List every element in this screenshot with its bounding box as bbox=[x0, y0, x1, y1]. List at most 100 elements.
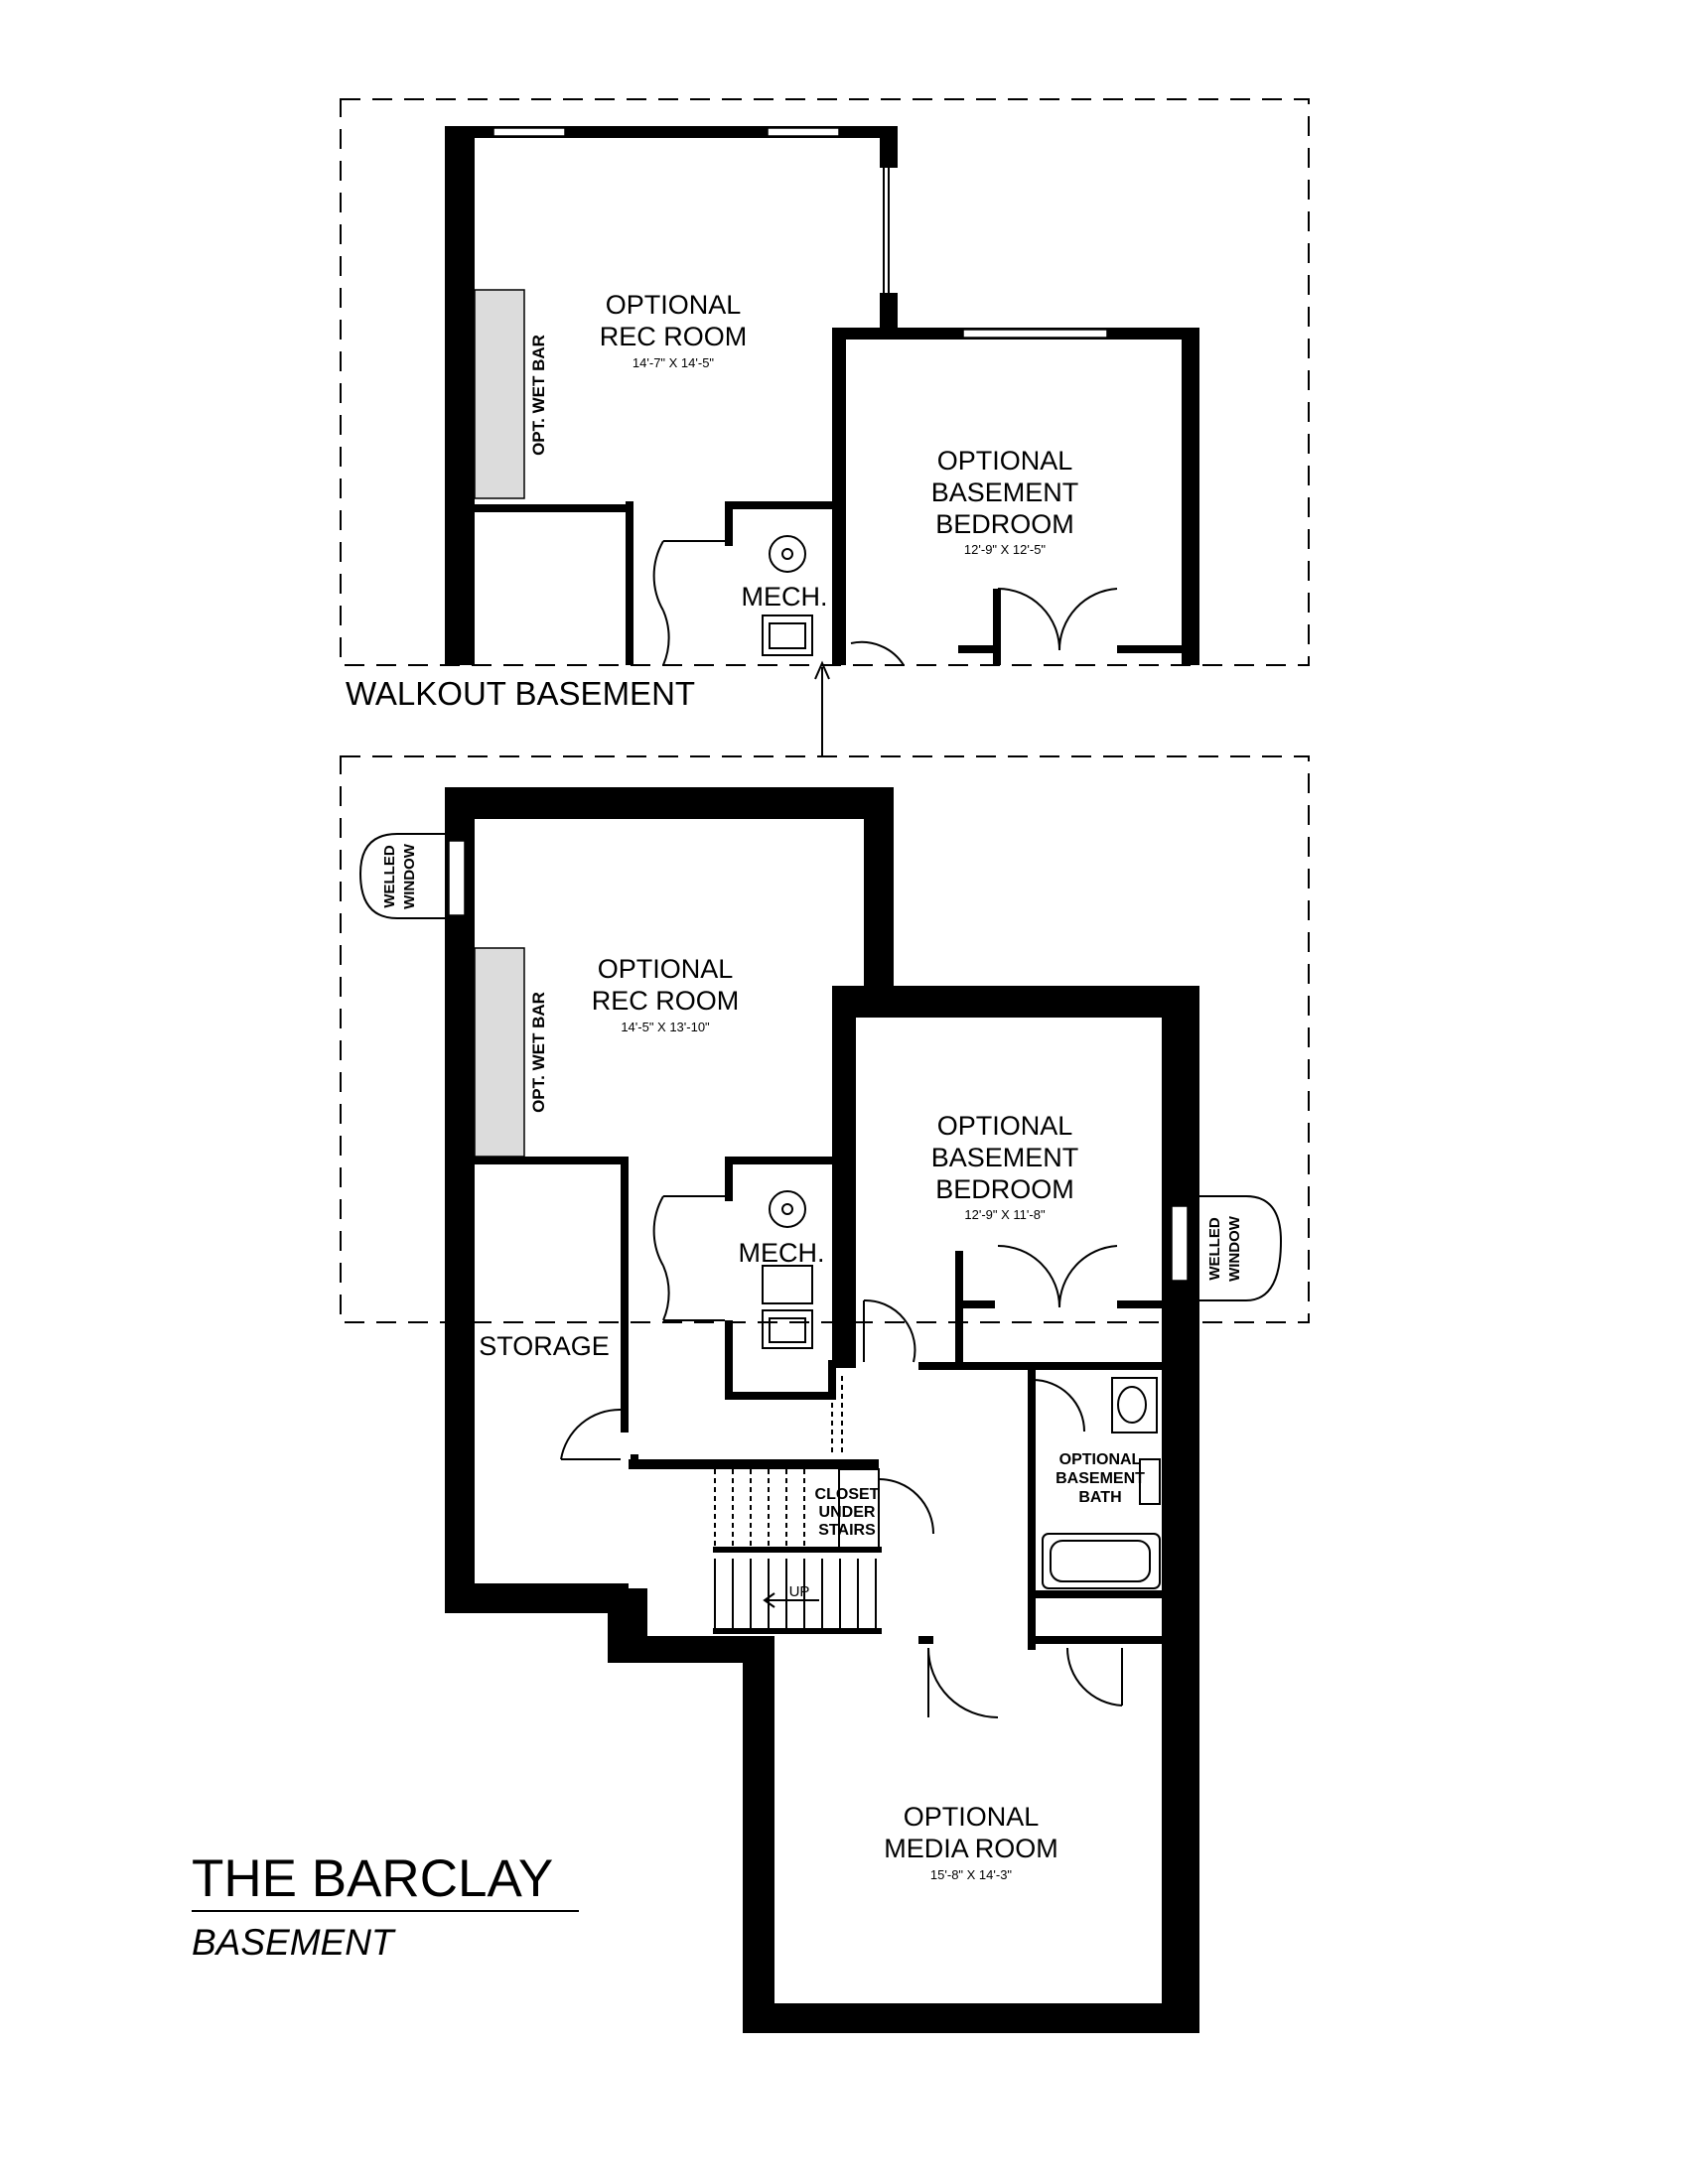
window bbox=[767, 127, 840, 137]
water-heater bbox=[769, 535, 806, 573]
wet-bar-counter bbox=[474, 947, 525, 1158]
wall bbox=[1117, 645, 1187, 653]
door-swing bbox=[927, 1647, 999, 1718]
main-basement-plan: WELLED WINDOW WELLED WINDOW OPT. WET BAR bbox=[340, 755, 1310, 2033]
wall bbox=[465, 1583, 629, 1591]
media-room-label: OPTIONAL bbox=[904, 1802, 1040, 1832]
wall bbox=[1028, 1362, 1036, 1650]
bath-label: BATH bbox=[1078, 1489, 1121, 1506]
storage-label: STORAGE bbox=[479, 1331, 610, 1361]
wall bbox=[725, 1320, 733, 1400]
wall bbox=[880, 126, 898, 168]
wall bbox=[445, 126, 475, 665]
walkout-bedroom-label: OPTIONAL bbox=[937, 446, 1073, 476]
reference-arrowhead bbox=[814, 660, 830, 680]
wall bbox=[1162, 986, 1199, 2033]
wall bbox=[1117, 1300, 1167, 1308]
closet-door-swing bbox=[997, 1245, 1060, 1308]
wall bbox=[955, 1362, 1167, 1370]
wall bbox=[918, 1636, 933, 1644]
water-heater bbox=[769, 1190, 806, 1228]
closet-door-swing bbox=[997, 588, 1060, 651]
furnace bbox=[762, 614, 813, 656]
window bbox=[492, 127, 566, 137]
media-room-label: MEDIA ROOM bbox=[884, 1834, 1058, 1863]
plan-subtitle: BASEMENT bbox=[192, 1922, 396, 1963]
wall bbox=[832, 328, 846, 665]
wall bbox=[864, 787, 894, 1016]
main-mech-label: MECH. bbox=[739, 1238, 825, 1268]
plan-title: THE BARCLAY bbox=[192, 1849, 553, 1908]
sink bbox=[1117, 1386, 1147, 1424]
door-swing bbox=[850, 640, 905, 666]
door-swing bbox=[1065, 1647, 1123, 1706]
furnace bbox=[769, 622, 806, 649]
door-swing bbox=[878, 1478, 934, 1535]
furnace bbox=[769, 1317, 806, 1343]
wall bbox=[725, 1157, 834, 1164]
closet-under-stairs-label: UNDER bbox=[819, 1504, 876, 1521]
main-wet-bar-label: OPT. WET BAR bbox=[529, 992, 548, 1113]
walkout-bedroom-label: BEDROOM bbox=[935, 509, 1074, 539]
window-well-left bbox=[358, 833, 445, 919]
wall bbox=[1028, 1590, 1167, 1598]
wall bbox=[958, 645, 998, 653]
welled-window-right-label: WINDOW bbox=[1226, 1215, 1243, 1282]
wall bbox=[626, 501, 633, 665]
furnace bbox=[762, 1309, 813, 1349]
main-bedroom-dims: 12'-9" X 11'-8" bbox=[964, 1207, 1046, 1222]
wall bbox=[1182, 328, 1199, 665]
wall bbox=[621, 1588, 629, 1613]
door-swing bbox=[560, 1408, 622, 1460]
wall bbox=[465, 1157, 629, 1164]
walkout-rec-room-dims: 14'-7" X 14'-5" bbox=[633, 355, 715, 370]
main-dashed-outline bbox=[340, 755, 1310, 1323]
bath-label: BASEMENT bbox=[1055, 1470, 1145, 1487]
wall bbox=[465, 504, 633, 512]
walkout-bedroom-label: BASEMENT bbox=[931, 478, 1079, 507]
wall bbox=[629, 1459, 879, 1469]
wall bbox=[832, 986, 1199, 1018]
wall bbox=[1028, 1372, 1036, 1402]
water-heater bbox=[781, 548, 793, 560]
door-swing bbox=[1032, 1379, 1085, 1433]
window bbox=[448, 840, 466, 916]
wall bbox=[631, 1454, 638, 1466]
wall bbox=[725, 1392, 834, 1400]
closet-door-swing bbox=[1057, 1245, 1118, 1308]
walkout-basement-heading: WALKOUT BASEMENT bbox=[346, 675, 695, 712]
bathtub bbox=[1042, 1533, 1161, 1589]
walkout-wet-bar-label: OPT. WET BAR bbox=[529, 335, 548, 456]
wall bbox=[621, 1157, 629, 1433]
wall bbox=[725, 1157, 733, 1201]
window bbox=[1171, 1205, 1189, 1282]
wall bbox=[445, 787, 894, 819]
wall bbox=[955, 1300, 995, 1308]
walkout-mech-label: MECH. bbox=[742, 582, 828, 612]
closet-under-stairs-label: CLOSET bbox=[815, 1486, 880, 1503]
wall bbox=[743, 2003, 1199, 2033]
furnace bbox=[762, 1265, 813, 1304]
water-heater bbox=[781, 1203, 793, 1215]
window-well-right bbox=[1199, 1195, 1283, 1301]
toilet bbox=[1139, 1458, 1161, 1505]
main-bedroom-label: BEDROOM bbox=[935, 1174, 1074, 1204]
main-rec-room-dims: 14'-5" X 13'-10" bbox=[621, 1020, 710, 1034]
stair-up-label: UP bbox=[789, 1583, 810, 1600]
door-swing bbox=[662, 1265, 670, 1321]
window bbox=[962, 329, 1108, 339]
wall bbox=[832, 986, 856, 1368]
welled-window-left-label: WELLED bbox=[381, 845, 398, 907]
wet-bar-counter bbox=[474, 289, 525, 499]
wall bbox=[993, 589, 1001, 665]
stair-closet-door bbox=[838, 1468, 880, 1550]
door-swing bbox=[662, 610, 670, 666]
walkout-rec-room-label: OPTIONAL bbox=[606, 290, 742, 320]
wall bbox=[955, 1251, 963, 1370]
main-bedroom-label: OPTIONAL bbox=[937, 1111, 1073, 1141]
wall bbox=[918, 1362, 958, 1370]
door-swing bbox=[652, 540, 664, 612]
door-swing bbox=[863, 1298, 916, 1363]
staircase bbox=[713, 1469, 882, 1634]
